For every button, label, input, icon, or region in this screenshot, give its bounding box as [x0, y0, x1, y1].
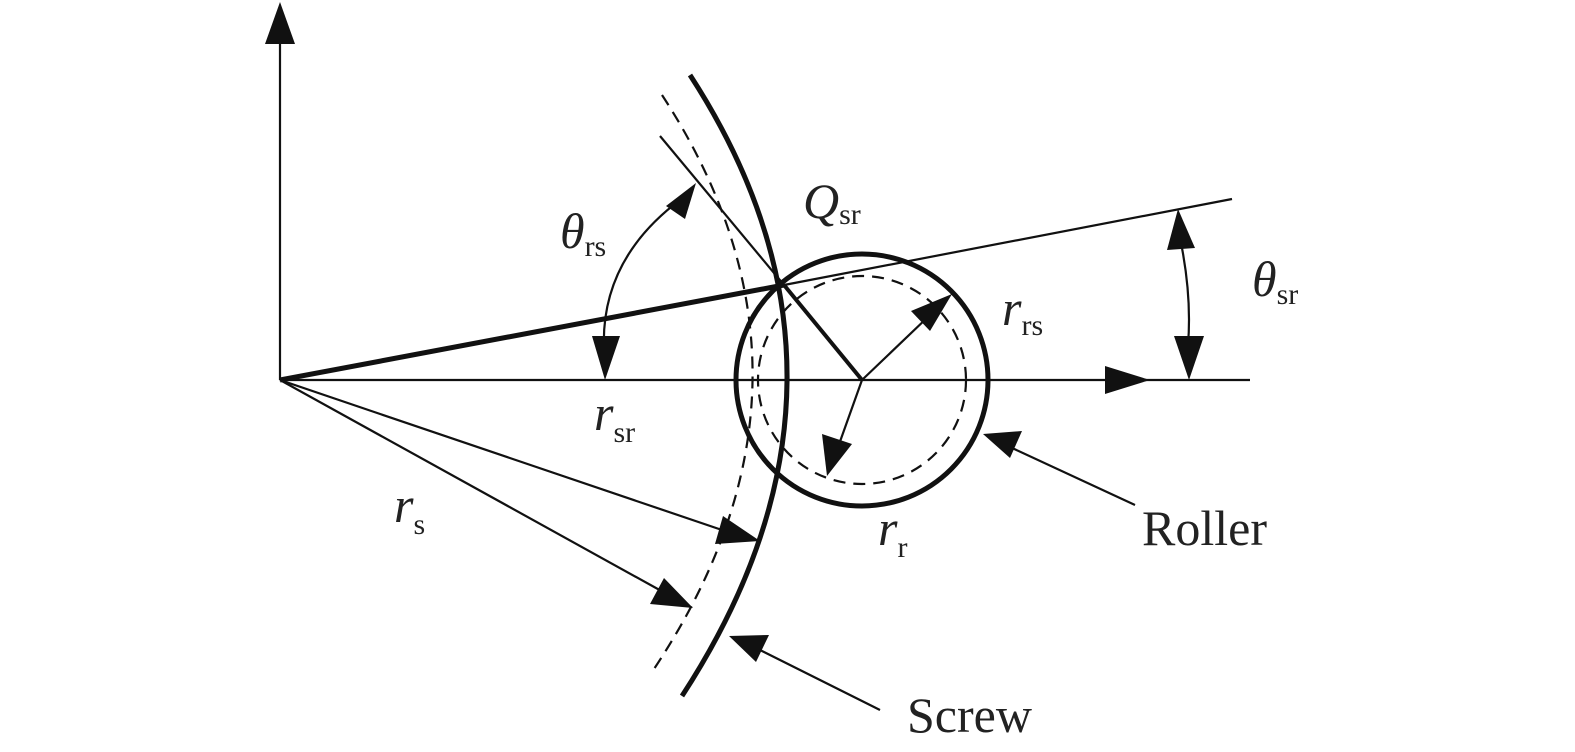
theta-sr-arrowhead-top: [1167, 209, 1195, 250]
roller-leader-line: [1009, 446, 1136, 506]
screw-pitch-curve: [651, 94, 754, 673]
label-r-sr: rsr: [594, 385, 635, 449]
roller-radius-rs-arrowhead: [911, 294, 952, 331]
screw-profile: [679, 73, 790, 698]
contact-line-extension: [783, 197, 1233, 287]
screw-radius-arrowhead-2: [650, 578, 693, 608]
theta-sr-arc: [1178, 237, 1191, 346]
roller-radius-rs-line: [861, 314, 931, 381]
label-screw: Screw: [907, 687, 1032, 743]
theta-sr-arrowhead-bottom: [1174, 336, 1204, 380]
roller-radius-r-line: [835, 379, 864, 451]
theta-rs-arrowhead-top: [666, 183, 696, 219]
vertical-axis-arrowhead: [265, 2, 295, 44]
contact-line-origin-to-q: [279, 282, 785, 383]
label-r-r: rr: [878, 500, 907, 564]
theta-rs-arc: [602, 199, 681, 351]
screw-leader-line: [759, 649, 881, 711]
label-r-rs: rrs: [1002, 280, 1043, 342]
roller-radius-r-arrowhead: [822, 434, 852, 476]
screw-radius-arrowhead-1: [715, 516, 760, 544]
label-theta-rs: θrs: [560, 203, 606, 263]
roller-outer-circle: [733, 251, 991, 509]
label-roller: Roller: [1142, 500, 1267, 556]
label-q-sr: Qsr: [803, 173, 861, 231]
screw-leader-arrowhead: [729, 635, 769, 662]
label-theta-sr: θsr: [1252, 251, 1298, 311]
theta-rs-arrowhead-bottom: [592, 336, 620, 380]
label-r-s: rs: [394, 477, 425, 541]
screw-radius-line-2: [279, 379, 666, 594]
roller-leader-arrowhead: [983, 431, 1022, 458]
screw-radius-line-1: [279, 378, 723, 532]
normal-line-thick: [782, 283, 864, 382]
roller-pitch-circle: [756, 274, 968, 486]
horizontal-axis-arrowhead: [1105, 366, 1150, 394]
